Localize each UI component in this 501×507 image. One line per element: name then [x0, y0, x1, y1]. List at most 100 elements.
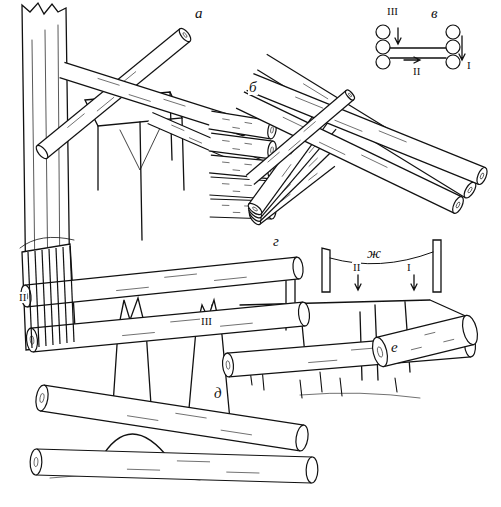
log-stroke: [222, 140, 229, 142]
log-stroke: [214, 277, 247, 280]
log-stroke: [361, 155, 387, 168]
log-stroke: [344, 89, 356, 102]
log-stroke: [246, 90, 346, 175]
log-stroke: [127, 469, 160, 471]
log-stroke: [370, 336, 390, 368]
log-stroke: [129, 95, 151, 102]
log-stroke: [376, 40, 390, 54]
log-stroke: [171, 125, 184, 131]
log-stroke: [270, 127, 274, 134]
direction-numeral: I: [466, 60, 472, 71]
log-stroke: [297, 302, 310, 327]
log-stroke: [306, 457, 318, 483]
log-stroke: [35, 251, 39, 347]
figure-letter: е: [390, 340, 399, 355]
log-stroke: [39, 393, 44, 403]
log-stroke: [247, 90, 479, 184]
log-stroke: [98, 78, 120, 85]
log-stroke: [122, 332, 155, 335]
log-stroke: [379, 131, 407, 142]
log-stroke: [376, 315, 473, 366]
log-stroke: [467, 187, 473, 194]
log-stroke: [36, 449, 312, 457]
log-stroke: [292, 257, 304, 280]
log-stroke: [475, 166, 489, 186]
log-stroke: [222, 162, 229, 164]
figure-letter: в: [430, 6, 439, 21]
log-stroke: [246, 201, 263, 216]
log-stroke: [226, 472, 259, 474]
log-stroke: [222, 205, 229, 206]
log-stroke: [319, 142, 345, 155]
log-stroke: [97, 97, 114, 111]
log-stroke: [189, 138, 202, 144]
log-stroke: [49, 249, 53, 345]
direction-numeral: III: [386, 6, 399, 17]
log-stroke: [376, 25, 390, 39]
figure-letter: г: [272, 234, 280, 249]
log-stroke: [116, 287, 149, 290]
log-stroke: [244, 185, 251, 186]
log-stroke: [236, 92, 462, 213]
log-stroke: [28, 252, 32, 348]
log-stroke: [376, 315, 466, 337]
figure-letter: а: [194, 6, 204, 21]
log-stroke: [244, 92, 462, 197]
log-stroke: [70, 246, 74, 342]
log-stroke: [232, 127, 239, 128]
log-stroke: [34, 144, 50, 161]
log-stroke: [282, 164, 291, 176]
log-stroke: [34, 384, 50, 411]
direction-numeral: II: [18, 292, 27, 303]
log-stroke: [177, 27, 193, 44]
log-stroke: [289, 140, 301, 150]
log-stroke: [460, 314, 480, 346]
log-stroke: [304, 121, 316, 131]
log-stroke: [480, 173, 485, 180]
log-stroke: [211, 133, 273, 141]
log-stroke: [182, 32, 187, 38]
log-stroke: [334, 120, 362, 131]
figure-letter: ж: [366, 246, 382, 261]
log-stroke: [376, 55, 390, 69]
direction-numeral: III: [200, 316, 213, 327]
log-stroke: [446, 55, 460, 69]
log-stroke: [64, 62, 247, 120]
log-stroke: [27, 279, 299, 307]
log-stroke: [226, 361, 230, 370]
log-stroke: [36, 475, 312, 483]
log-stroke: [36, 449, 313, 483]
log-stroke: [245, 143, 252, 145]
direction-numeral: II: [412, 66, 421, 77]
log-stroke: [170, 319, 203, 322]
log-stroke: [424, 332, 435, 335]
log-stroke: [308, 173, 317, 180]
log-stroke: [56, 248, 60, 344]
log-stroke: [31, 302, 303, 328]
log-stroke: [446, 25, 460, 39]
figure-letter: д: [213, 386, 223, 401]
log-stroke: [34, 457, 38, 466]
log-stroke: [40, 411, 300, 451]
log-stroke: [411, 347, 422, 350]
log-stroke: [246, 90, 354, 184]
log-stroke: [245, 122, 252, 123]
log-stroke: [455, 202, 460, 209]
log-stroke: [25, 257, 297, 285]
log-stroke: [233, 169, 240, 171]
log-stroke: [31, 302, 305, 352]
direction-numeral: I: [406, 262, 412, 273]
log-stroke: [222, 183, 229, 184]
log-stroke: [377, 346, 384, 357]
direction-numeral: II: [352, 262, 361, 273]
log-stroke: [127, 416, 158, 421]
log-stroke: [443, 339, 454, 342]
log-stroke: [221, 430, 252, 435]
log-stroke: [164, 274, 197, 277]
log-stroke: [233, 191, 240, 192]
log-stroke: [233, 212, 240, 213]
log-stroke: [175, 413, 206, 418]
log-stroke: [252, 206, 258, 211]
